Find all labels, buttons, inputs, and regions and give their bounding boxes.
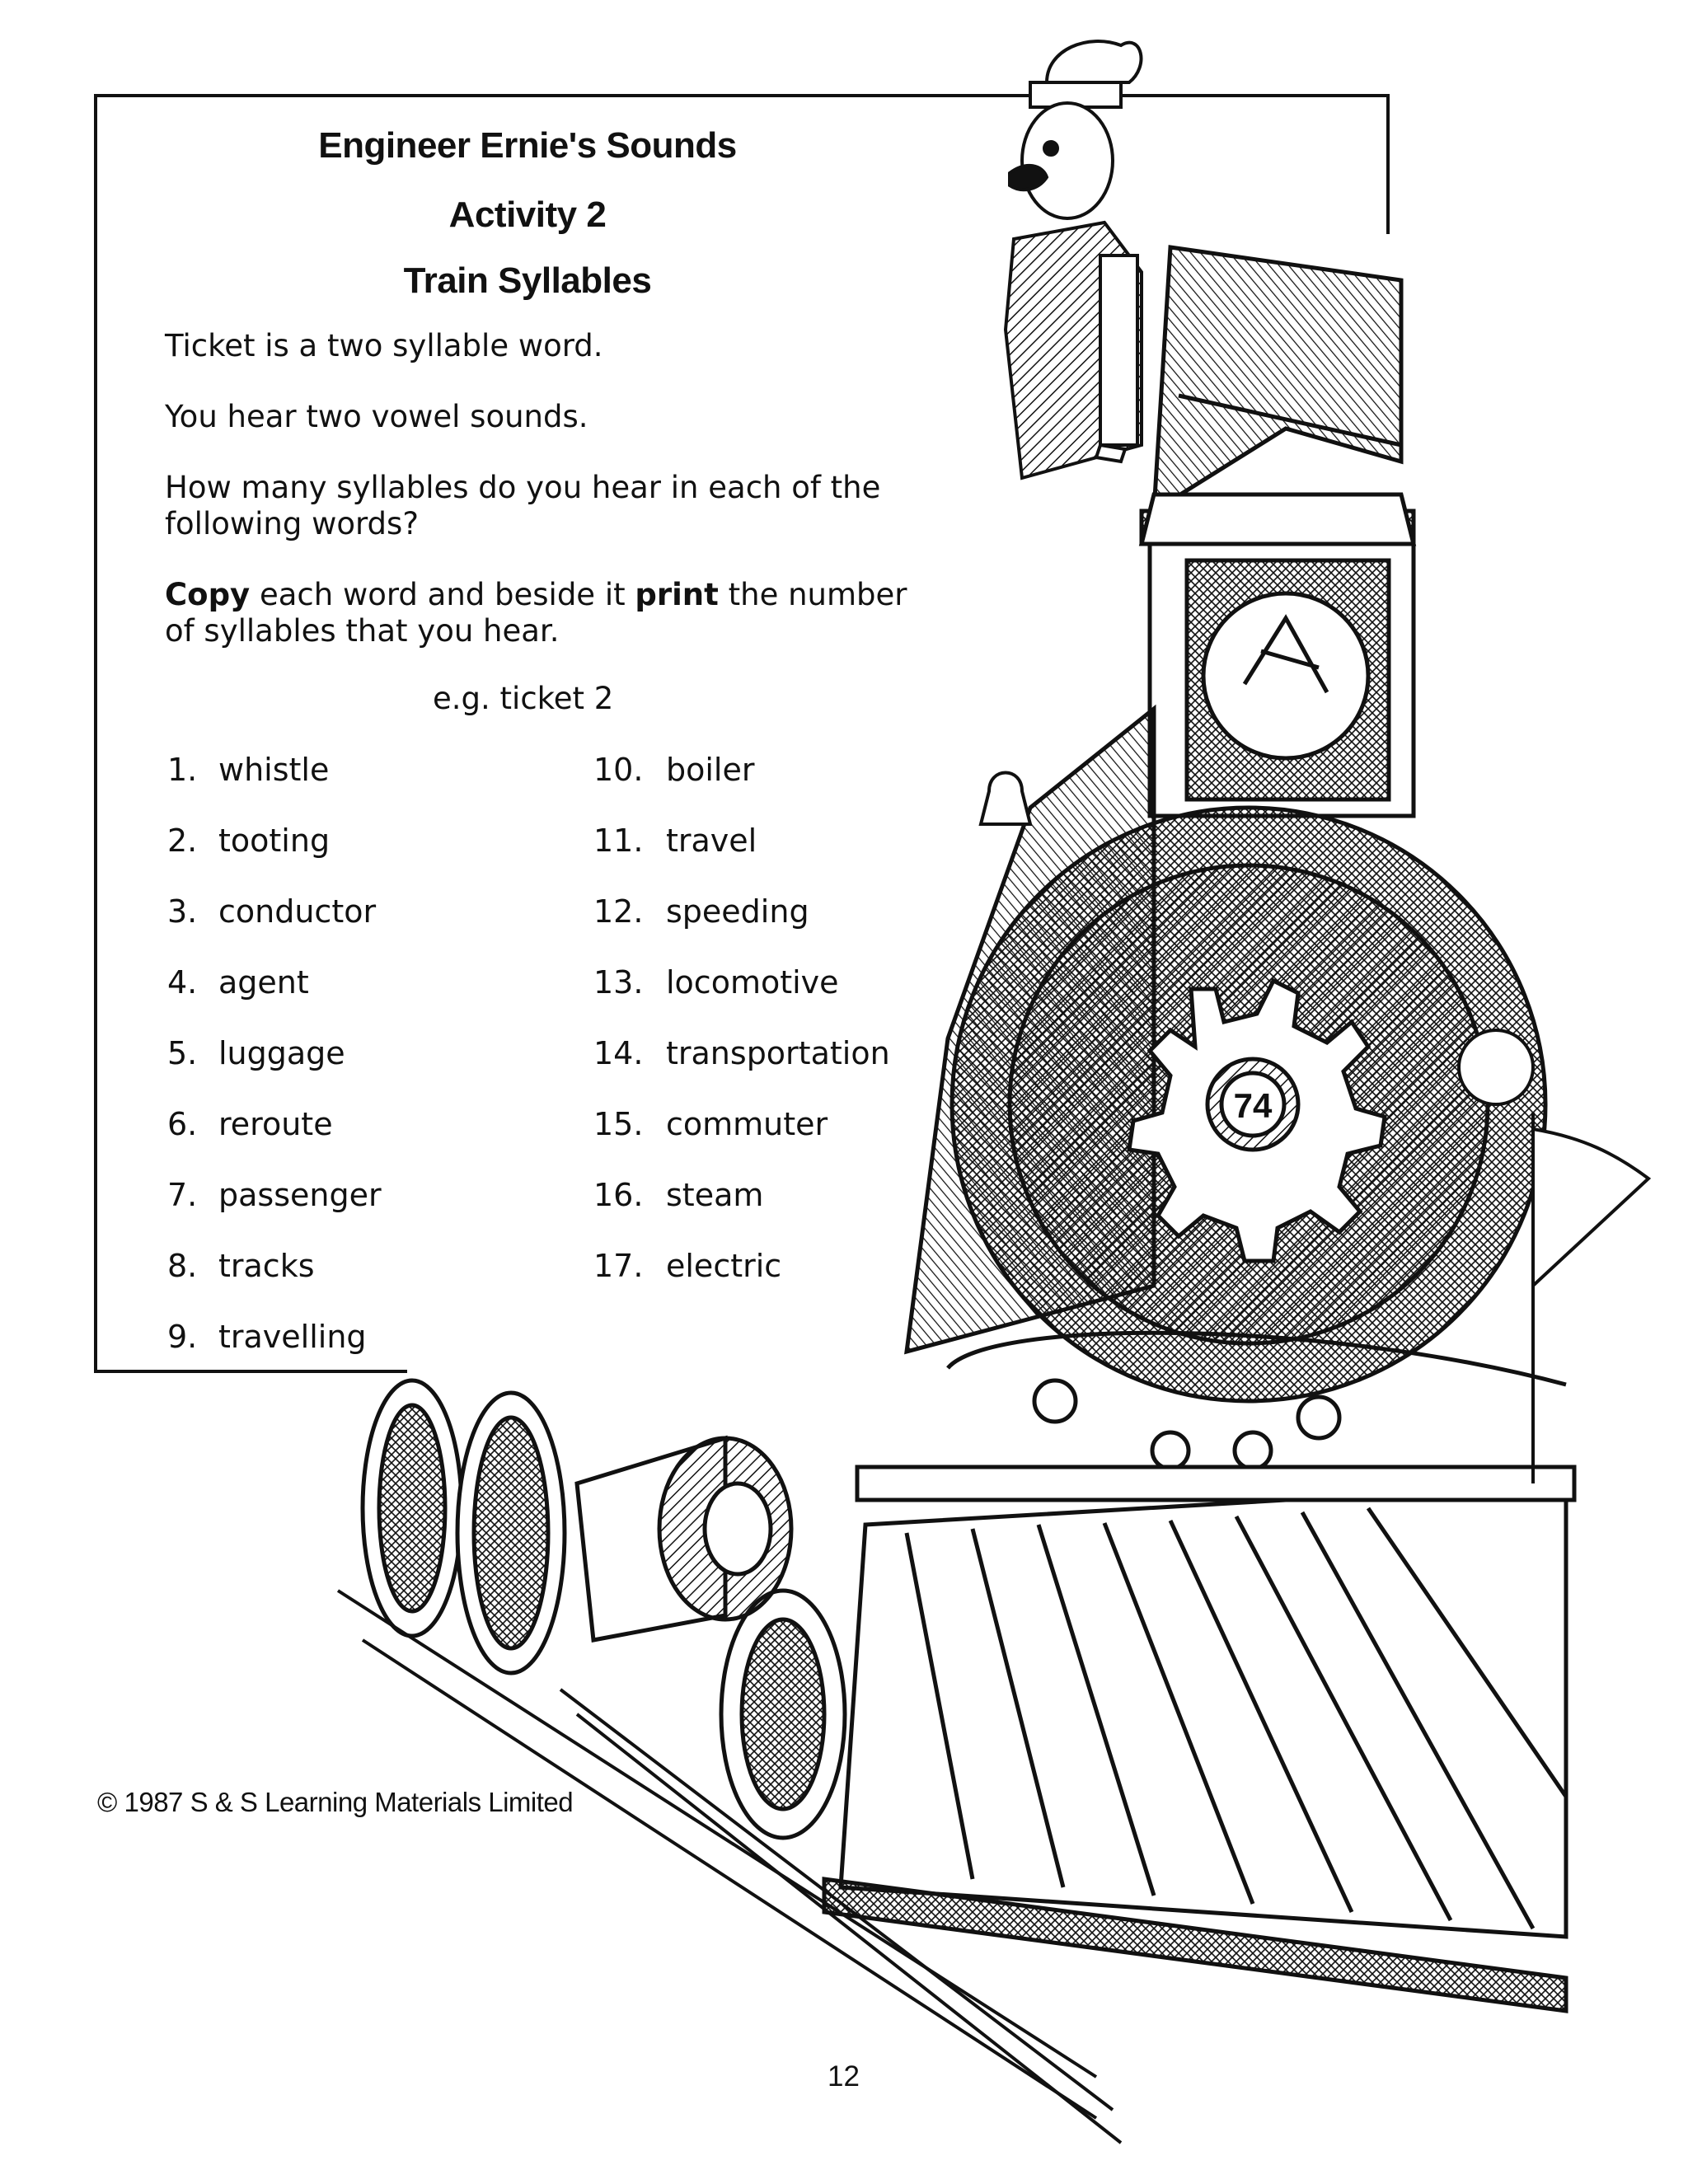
copy-keyword: Copy: [165, 577, 251, 612]
item-number: 1.: [167, 752, 198, 788]
list-item: 3. conductor: [167, 893, 376, 930]
list-item: 17. electric: [593, 1248, 781, 1284]
boiler: [904, 704, 1548, 1404]
item-word: transportation: [666, 1035, 890, 1071]
question-line-2: following words?: [165, 506, 419, 541]
item-word: steam: [666, 1177, 764, 1213]
item-number: 5.: [167, 1035, 198, 1071]
item-number: 10.: [593, 752, 644, 788]
item-word: tracks: [218, 1248, 315, 1284]
item-number: 16.: [593, 1177, 644, 1213]
list-item: 8. tracks: [167, 1248, 315, 1284]
list-item: 15. commuter: [593, 1106, 828, 1142]
list-item: 7. passenger: [167, 1177, 382, 1213]
bell: [978, 771, 1535, 1106]
frame-border: [94, 94, 1390, 1373]
engine-number: 74: [1234, 1086, 1273, 1125]
list-item: 9. travelling: [167, 1319, 367, 1355]
list-item: 1. whistle: [167, 752, 329, 788]
item-word: travel: [666, 823, 757, 859]
item-number: 12.: [593, 893, 644, 930]
item-word: electric: [666, 1248, 782, 1284]
item-number: 15.: [593, 1106, 644, 1142]
item-word: locomotive: [666, 964, 839, 1001]
print-keyword: print: [635, 577, 719, 612]
item-word: tooting: [218, 823, 331, 859]
question-line-1: How many syllables do you hear in each o…: [165, 470, 881, 505]
worksheet-frame: [94, 94, 1390, 1373]
instruction-part-1: each word and beside it: [250, 577, 635, 612]
list-item: 6. reroute: [167, 1106, 333, 1142]
page-number: 12: [828, 2060, 860, 2093]
item-number: 3.: [167, 893, 198, 930]
item-number: 2.: [167, 823, 198, 859]
flag: [1531, 1113, 1652, 1483]
item-word: boiler: [666, 752, 755, 788]
item-number: 6.: [167, 1106, 198, 1142]
engineer-figure: [1003, 40, 1143, 480]
headlamp: [1138, 492, 1417, 818]
item-number: 11.: [593, 823, 644, 859]
worksheet-title: Engineer Ernie's Sounds: [318, 125, 737, 166]
list-item: 11. travel: [593, 823, 757, 859]
intro-line-1: Ticket is a two syllable word.: [165, 328, 603, 363]
list-item: 14. transportation: [593, 1035, 890, 1071]
cow-catcher: [822, 1465, 1577, 2013]
item-word: luggage: [218, 1035, 345, 1071]
list-item: 5. luggage: [167, 1035, 345, 1071]
list-item: 10. boiler: [593, 752, 755, 788]
list-item: 4. agent: [167, 964, 309, 1001]
instruction-line-1: Copy each word and beside it print the n…: [165, 577, 989, 613]
smoke-stack: [1151, 245, 1404, 515]
item-number: 13.: [593, 964, 644, 1001]
example-line: e.g. ticket 2: [433, 681, 614, 716]
item-word: conductor: [218, 893, 377, 930]
item-word: passenger: [218, 1177, 382, 1213]
item-word: whistle: [218, 752, 330, 788]
item-word: speeding: [666, 893, 809, 930]
intro-line-2: You hear two vowel sounds.: [165, 399, 588, 434]
item-word: travelling: [218, 1319, 367, 1355]
list-item: 13. locomotive: [593, 964, 839, 1001]
item-number: 9.: [167, 1319, 198, 1355]
activity-heading: Activity 2: [448, 194, 607, 235]
copyright-notice: © 1987 S & S Learning Materials Limited: [97, 1787, 574, 1817]
instruction-line-2: of syllables that you hear.: [165, 613, 560, 649]
item-number: 7.: [167, 1177, 198, 1213]
item-number: 8.: [167, 1248, 198, 1284]
item-word: reroute: [218, 1106, 333, 1142]
wheels: [360, 1378, 847, 1840]
cylinder: [574, 1435, 794, 1643]
item-number: 14.: [593, 1035, 644, 1071]
list-item: 12. speeding: [593, 893, 809, 930]
item-word: agent: [218, 964, 309, 1001]
worksheet-subtitle: Train Syllables: [403, 260, 652, 301]
list-item: 16. steam: [593, 1177, 763, 1213]
item-word: commuter: [666, 1106, 828, 1142]
item-number: 4.: [167, 964, 198, 1001]
list-item: 2. tooting: [167, 823, 330, 859]
rails: [336, 1589, 1123, 2144]
item-number: 17.: [593, 1248, 644, 1284]
instruction-part-2: the number: [718, 577, 907, 612]
